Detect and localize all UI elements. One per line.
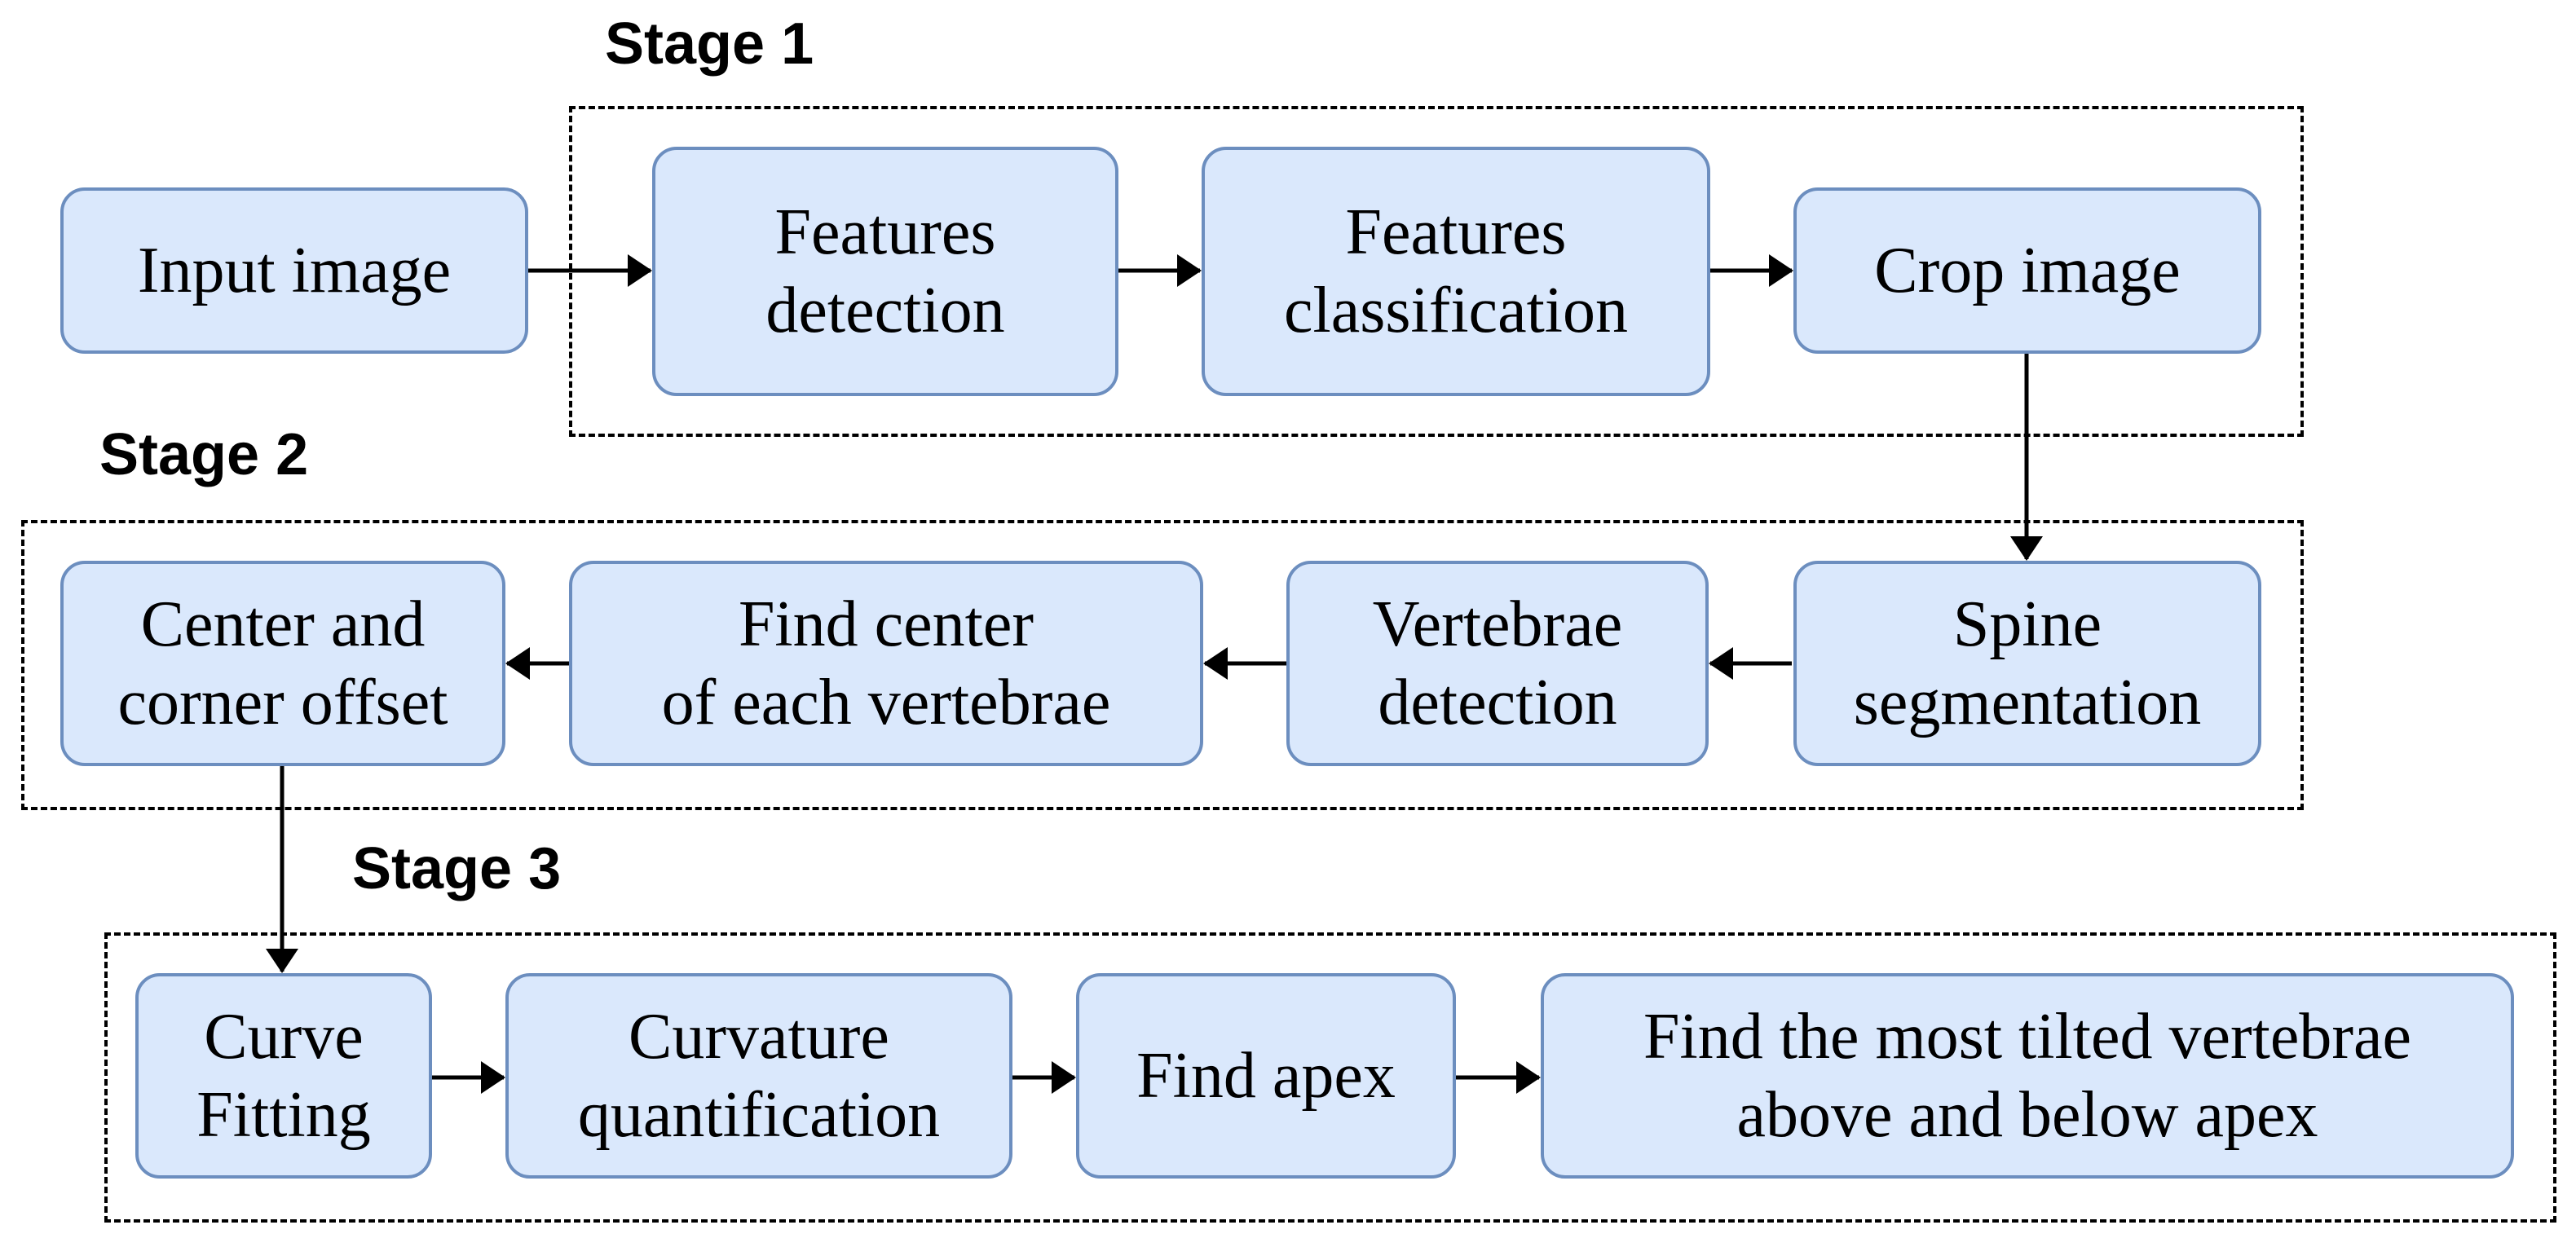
arrowhead (1177, 254, 1202, 287)
arrowhead (481, 1061, 505, 1094)
arrowhead (1516, 1061, 1541, 1094)
stage-2-container (21, 520, 2304, 810)
spine-segmentation-node: Spine segmentation (1793, 561, 2261, 766)
vertebrae-detection-node: Vertebrae detection (1286, 561, 1709, 766)
stage-3-title: Stage 3 (352, 836, 562, 901)
stage-1-title: Stage 1 (605, 11, 814, 77)
arrowhead (1709, 647, 1733, 680)
stage-3-container (104, 932, 2556, 1223)
center-corner-offset-node: Center and corner offset (60, 561, 505, 766)
features-detection-node: Features detection (652, 147, 1118, 396)
curvature-quantification-node: Curvature quantification (505, 973, 1012, 1179)
find-apex-node: Find apex (1076, 973, 1456, 1179)
features-classification-node: Features classification (1202, 147, 1710, 396)
arrowhead (505, 647, 530, 680)
most-tilted-vertebrae-node: Find the most tilted vertebrae above and… (1541, 973, 2514, 1179)
arrowhead (2010, 536, 2043, 561)
curve-fitting-node: Curve Fitting (135, 973, 432, 1179)
arrowhead (1769, 254, 1793, 287)
find-center-node: Find center of each vertebrae (569, 561, 1203, 766)
arrowhead (1203, 647, 1228, 680)
stage-2-title: Stage 2 (99, 422, 309, 487)
input-image-node: Input image (60, 187, 528, 354)
arrowhead (628, 254, 652, 287)
arrowhead (266, 949, 298, 973)
crop-image-node: Crop image (1793, 187, 2261, 354)
arrowhead (1052, 1061, 1076, 1094)
